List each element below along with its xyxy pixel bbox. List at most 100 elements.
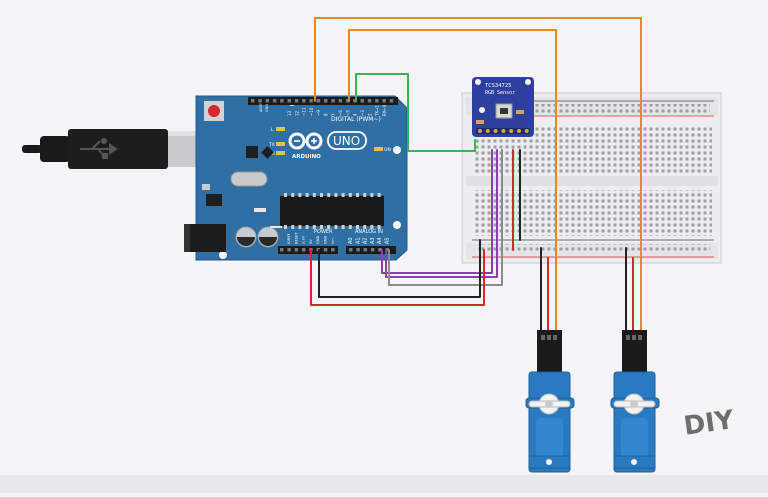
- header-pin: [287, 248, 291, 252]
- header-pin: [280, 248, 284, 252]
- servo-left: [525, 330, 575, 473]
- header-pin: [301, 248, 306, 252]
- power-pin-label: 5V: [309, 239, 313, 244]
- header-pin: [367, 99, 372, 103]
- analog-label: ANALOG IN: [355, 229, 383, 235]
- sensor-pin: [509, 129, 514, 133]
- digital-label: DIGITAL (PWM~): [331, 116, 381, 123]
- bottom-strip: [0, 475, 768, 493]
- wire-gray: [388, 149, 503, 286]
- power-pin-label: RESET: [294, 232, 298, 244]
- wire-green-sensor: [355, 73, 476, 152]
- analog-pin-label: A1: [355, 237, 361, 244]
- digital-pin-label: 7: [331, 113, 336, 116]
- regulator: [206, 194, 222, 206]
- usb-chip: [246, 146, 258, 158]
- header-pin: [324, 99, 328, 103]
- usb-cable: [22, 129, 198, 169]
- digital-pin-label: 12: [294, 110, 299, 116]
- digital-pin-label: 8: [324, 113, 329, 116]
- analog-pin-label: A0: [348, 237, 354, 244]
- power-pin-label: 3.3V: [302, 235, 306, 244]
- brand-label: ARDUINO: [292, 154, 321, 160]
- usb-icon: [80, 138, 118, 159]
- header-pin: [309, 99, 313, 103]
- sensor-pin: [524, 129, 529, 133]
- watermark-text: DIY: [682, 405, 737, 442]
- header-pin: [294, 248, 299, 252]
- analog-pin-label: A2: [363, 237, 369, 244]
- power-jack: [184, 224, 226, 252]
- header-pin: [331, 99, 335, 103]
- led-tx-icon: [276, 142, 285, 146]
- digital-pin-label: 4: [353, 113, 358, 116]
- wire-orange-servo-left: [348, 29, 557, 341]
- header-pin: [287, 99, 291, 103]
- header-pin: [316, 99, 321, 103]
- header-pin: [338, 99, 343, 103]
- on-led-icon: [374, 147, 383, 151]
- led-l-label: L: [271, 127, 274, 133]
- header-pin: [382, 99, 386, 103]
- small-chip: [261, 146, 274, 159]
- header-pin: [356, 248, 360, 252]
- header-pin: [258, 99, 262, 103]
- analog-pin-label: A5: [385, 237, 391, 244]
- header-pin: [370, 248, 375, 252]
- digital-header: [248, 97, 398, 105]
- sensor-pin: [493, 129, 498, 133]
- arduino-logo-icon: [288, 132, 323, 150]
- digital-pin-label: TX→1: [375, 104, 380, 117]
- header-pin: [302, 99, 306, 103]
- power-header: [278, 246, 338, 254]
- header-pin: [251, 99, 255, 103]
- header-pin: [363, 248, 368, 252]
- led-rx-icon: [276, 151, 285, 155]
- power-pin-label: Vin: [331, 238, 335, 244]
- wires: [310, 17, 642, 341]
- header-pin: [331, 248, 335, 252]
- sensor-pin: [517, 129, 521, 133]
- atmega-chip: [280, 196, 384, 226]
- model-label: UNO: [333, 134, 360, 148]
- mounting-hole: [393, 146, 401, 154]
- wire-orange-servo-right: [314, 17, 642, 341]
- header-pin: [378, 248, 382, 252]
- mounting-hole: [219, 251, 227, 259]
- mounting-hole: [393, 221, 401, 229]
- header-pin: [272, 99, 277, 103]
- header-pin: [265, 99, 270, 103]
- wire-red-5v: [310, 249, 485, 306]
- gnd-label: GND: [265, 104, 269, 112]
- header-pin: [353, 99, 357, 103]
- header-pin: [294, 99, 299, 103]
- wire-purple-sda: [381, 149, 493, 274]
- analog-pin-label: A3: [370, 237, 376, 244]
- aref-label: AREF: [259, 103, 263, 112]
- digital-pin-label: ~9: [316, 110, 321, 116]
- digital-pin-label: ~3: [360, 110, 365, 116]
- digital-pin-label: ~10: [309, 107, 314, 116]
- led-l-icon: [276, 127, 285, 131]
- wire-purple-scl: [385, 149, 498, 278]
- digital-pin-label: ~5: [345, 110, 350, 116]
- sensor-led-icon: [479, 107, 485, 113]
- digital-pin-label: ~6: [338, 110, 343, 116]
- header-pin: [345, 99, 350, 103]
- wire-black-gnd: [318, 239, 481, 298]
- header-pin: [323, 248, 328, 252]
- led-tx-label: TX: [268, 142, 275, 148]
- power-pin-label: GND: [316, 236, 320, 244]
- servo-right: [610, 330, 660, 473]
- power-pin-label: IOREF: [287, 233, 291, 244]
- digital-pin-label: ~11: [302, 107, 307, 116]
- digital-pin-label: RX←0: [382, 104, 387, 116]
- rgb-sensor-module: TCS34725 RGB Sensor: [472, 77, 534, 137]
- power-pin-label: GND: [324, 236, 328, 244]
- crystal: [230, 171, 268, 187]
- digital-pin-label: 2: [367, 113, 372, 116]
- digital-pin-label: 13: [287, 110, 292, 116]
